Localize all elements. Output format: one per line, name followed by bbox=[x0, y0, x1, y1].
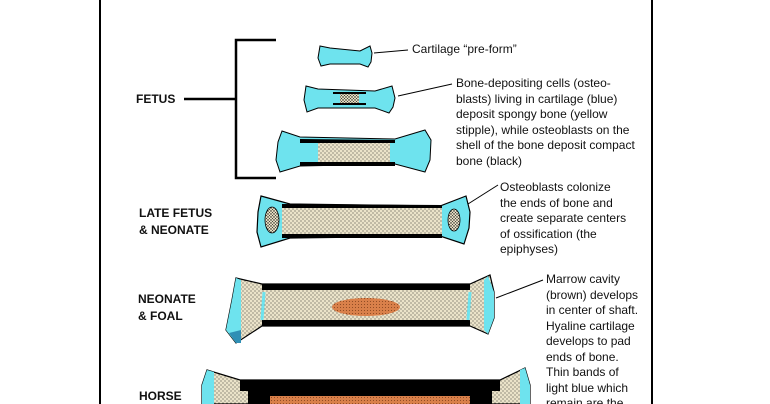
bone-fetal-ossification bbox=[275, 129, 432, 173]
caption-line: of ossification (the bbox=[500, 226, 597, 241]
leader-osteoblasts bbox=[467, 184, 499, 205]
caption-line: Hyaline cartilage bbox=[546, 318, 635, 333]
leader-cartilage bbox=[373, 49, 409, 54]
caption-line: in center of shaft. bbox=[546, 303, 639, 317]
frame-border-right bbox=[651, 0, 653, 404]
label-late-fetus-line1: LATE FETUS bbox=[139, 206, 213, 220]
label-fetus: FETUS bbox=[136, 92, 176, 106]
label-late-fetus-line2: & NEONATE bbox=[139, 223, 209, 237]
caption-line: the ends of bone and bbox=[500, 195, 613, 210]
caption-line: epiphyses) bbox=[500, 242, 559, 256]
caption-line: Osteoblasts colonize bbox=[500, 180, 611, 194]
bone-horse bbox=[201, 367, 531, 404]
caption-osteoblasts: Osteoblasts colonize the ends of bone an… bbox=[500, 180, 626, 258]
caption-line: Marrow cavity bbox=[546, 272, 621, 286]
caption-line: light blue which bbox=[546, 380, 629, 395]
bone-neonate-foal bbox=[225, 274, 495, 344]
bone-late-fetus bbox=[256, 195, 471, 248]
bone-early-ossification bbox=[303, 85, 396, 114]
caption-line: develops to pad bbox=[546, 334, 631, 348]
caption-line: create separate centers bbox=[500, 211, 627, 225]
leader-bone-depositing bbox=[397, 83, 453, 97]
caption-cartilage: Cartilage “pre-form” bbox=[412, 42, 517, 56]
caption-line: Bone-depositing cells (osteo- bbox=[456, 76, 611, 90]
caption-line: blasts) living in cartilage (blue) bbox=[456, 91, 618, 106]
fetus-bracket bbox=[184, 38, 276, 180]
label-neonate-line1: NEONATE bbox=[138, 292, 196, 306]
label-neonate-line2: & FOAL bbox=[138, 309, 183, 323]
bone-cartilage-preform bbox=[317, 45, 373, 68]
leader-marrow bbox=[495, 279, 544, 299]
caption-line: remain are the bbox=[546, 396, 624, 404]
label-horse: HORSE bbox=[139, 389, 182, 403]
label-late-fetus: LATE FETUS & NEONATE bbox=[139, 205, 212, 239]
caption-line: Thin bands of bbox=[546, 365, 619, 379]
leader-lines bbox=[373, 49, 544, 299]
caption-line: bone (black) bbox=[456, 153, 523, 168]
frame-border-left bbox=[99, 0, 101, 404]
caption-line: stipple), while osteoblasts on the bbox=[456, 122, 630, 137]
label-neonate: NEONATE & FOAL bbox=[138, 291, 196, 325]
caption-line: deposit spongy bone (yellow bbox=[456, 107, 608, 121]
caption-line: (brown) develops bbox=[546, 287, 639, 302]
caption-bone-depositing: Bone-depositing cells (osteo- blasts) li… bbox=[456, 76, 635, 169]
caption-marrow: Marrow cavity (brown) develops in center… bbox=[546, 272, 638, 404]
caption-line: ends of bone. bbox=[546, 349, 619, 364]
caption-line: shell of the bone deposit compact bbox=[456, 138, 635, 152]
